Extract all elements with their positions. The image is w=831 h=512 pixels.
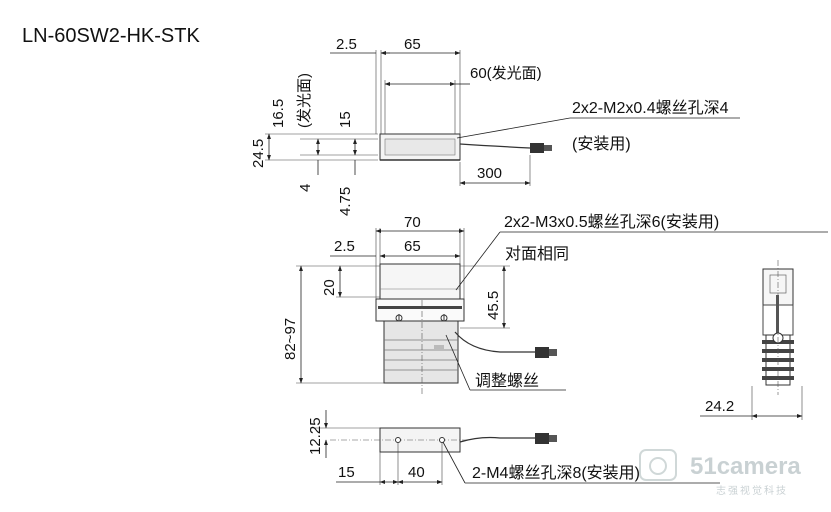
front-note-opposite: 对面相同 xyxy=(505,245,569,263)
front-light-head xyxy=(379,263,461,300)
front-dim-82-97: 82~97 xyxy=(282,318,299,360)
watermark-tagline: 志强视觉科技 xyxy=(716,484,788,497)
top-cable xyxy=(459,143,531,149)
front-dim-20: 20 xyxy=(321,279,338,296)
top-dim-15: 15 xyxy=(337,111,354,128)
camera-logo-icon xyxy=(639,449,677,481)
top-dim-300: 300 xyxy=(477,165,502,182)
bottom-dim-15: 15 xyxy=(338,464,355,481)
front-heatsink xyxy=(383,320,459,384)
model-title: LN-60SW2-HK-STK xyxy=(22,25,200,47)
top-dim-4-75: 4.75 xyxy=(337,187,354,216)
top-view: 2.5 65 60(发光面) 24.5 16.5 (发光面) 15 4 4.75… xyxy=(250,36,740,216)
front-dim-2-5: 2.5 xyxy=(334,238,355,255)
top-dim-4: 4 xyxy=(297,184,314,192)
top-dim-16-5-note: (发光面) xyxy=(296,73,313,128)
front-bracket xyxy=(375,298,465,322)
bottom-hole-left xyxy=(395,437,401,443)
front-cable xyxy=(454,331,535,353)
watermark: 51camera 志强视觉科技 xyxy=(639,449,801,497)
top-dim-2-5: 2.5 xyxy=(336,36,357,53)
bottom-dim-40: 40 xyxy=(408,464,425,481)
top-dim-24-5: 24.5 xyxy=(250,139,267,168)
bottom-view: 12.25 15 40 2-M4螺丝孔深8(安装用) xyxy=(307,410,720,485)
bottom-dim-12-25: 12.25 xyxy=(307,417,324,455)
front-dim-65: 65 xyxy=(404,238,421,255)
front-dim-45-5: 45.5 xyxy=(485,291,502,320)
bottom-connector xyxy=(535,433,549,444)
side-view: 24.2 xyxy=(700,260,803,420)
side-dim-24-2: 24.2 xyxy=(705,398,734,415)
top-dim-16-5: 16.5 xyxy=(270,99,287,128)
front-note-adjust: 调整螺丝 xyxy=(475,372,539,390)
watermark-brand: 51camera xyxy=(690,453,801,480)
bottom-note-screw: 2-M4螺丝孔深8(安装用) xyxy=(472,464,640,482)
front-view: 70 2.5 65 20 82~97 45.5 2x2-M3x0.5螺丝孔深6(… xyxy=(282,213,828,395)
front-connector xyxy=(535,347,549,358)
bottom-cable xyxy=(459,436,535,443)
front-note-screw: 2x2-M3x0.5螺丝孔深6(安装用) xyxy=(504,213,719,231)
bottom-hole-right xyxy=(439,437,445,443)
top-note-install: (安装用) xyxy=(572,135,631,153)
top-note-screw: 2x2-M2x0.4螺丝孔深4 xyxy=(572,99,729,117)
top-dim-60: 60(发光面) xyxy=(470,65,542,82)
top-dim-65: 65 xyxy=(404,36,421,53)
front-dim-70: 70 xyxy=(404,214,421,231)
top-connector xyxy=(530,143,544,153)
